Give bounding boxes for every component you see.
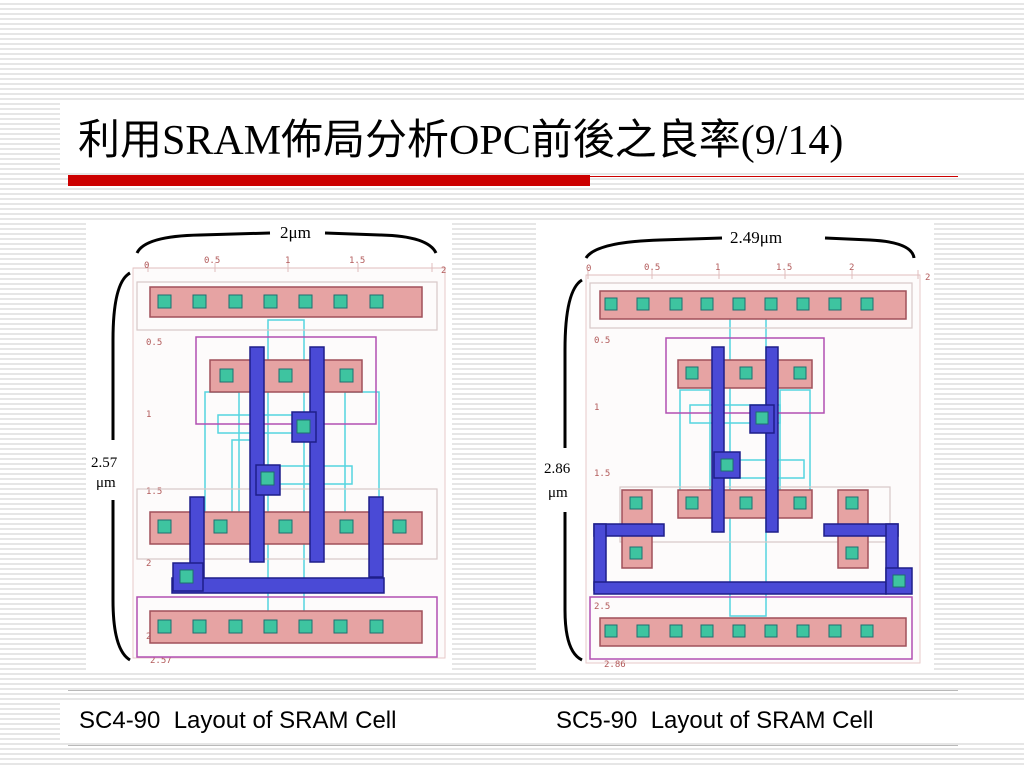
slide-title: 利用SRAM佈局分析OPC前後之良率(9/14) (78, 118, 844, 164)
top-tick-label: 2 (441, 266, 446, 276)
caption-rule-top (68, 690, 958, 691)
title-band (60, 100, 1024, 172)
side-tick-label: 0.5 (146, 338, 162, 348)
side-tick-label: 0.5 (594, 336, 610, 346)
height-dimension-value: 2.86 (544, 461, 571, 477)
sc4-layout-figure: 0 0.5 1 1.5 2 0.5 1 1.5 2 2.5 2.57 2μm 2… (86, 222, 452, 670)
width-dimension-label: 2μm (280, 223, 311, 242)
top-tick-label: 2 (849, 263, 854, 273)
width-dimension-label: 2.49μm (730, 228, 782, 247)
side-tick-label: 2 (146, 559, 151, 569)
side-tick-label: 1 (594, 403, 599, 413)
side-tick-label: 1.5 (146, 487, 162, 497)
caption-band (60, 700, 1024, 740)
top-tick-label: 1.5 (349, 256, 365, 266)
sc4-caption: SC4-90 Layout of SRAM Cell (79, 707, 397, 734)
height-dimension-unit: μm (548, 485, 568, 501)
bottom-dimension-label: 2.86 (604, 660, 626, 670)
height-dimension-unit: μm (96, 475, 116, 491)
top-tick-label: 2 (925, 273, 930, 283)
caption-rule-bottom (68, 745, 958, 746)
title-rule-line (590, 176, 958, 177)
top-tick-label: 1 (715, 263, 720, 273)
top-tick-label: 0.5 (644, 263, 660, 273)
bottom-dimension-label: 2.57 (150, 656, 172, 666)
sc5-caption: SC5-90 Layout of SRAM Cell (556, 707, 874, 734)
title-rule (68, 175, 590, 186)
sc5-layout-figure: 0 0.5 1 1.5 2 2 0.5 1 1.5 2 2.5 2.86 2.4… (536, 222, 934, 670)
side-tick-label: 1.5 (594, 469, 610, 479)
top-tick-label: 0 (144, 261, 149, 271)
top-tick-label: 1 (285, 256, 290, 266)
side-tick-label: 1 (146, 410, 151, 420)
top-tick-label: 1.5 (776, 263, 792, 273)
top-tick-label: 0.5 (204, 256, 220, 266)
height-dimension-value: 2.57 (91, 455, 118, 471)
top-tick-label: 0 (586, 264, 591, 274)
side-tick-label: 2.5 (594, 602, 610, 612)
